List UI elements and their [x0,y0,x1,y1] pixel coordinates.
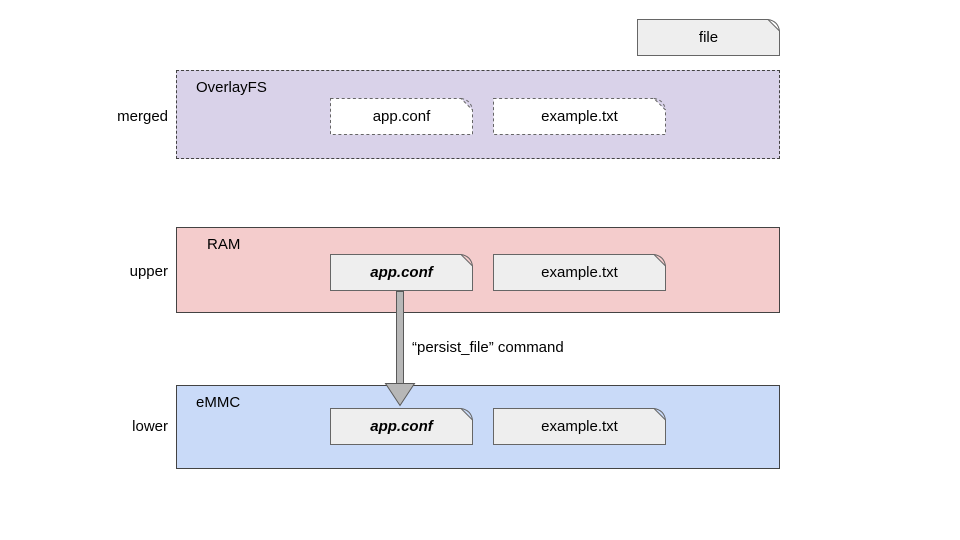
merged-file-app-conf-label: app.conf [372,108,431,125]
persist-command-label: “persist_file” command [412,339,564,356]
upper-file-example-txt: example.txt [493,254,666,291]
merged-file-app-conf: app.conf [330,98,473,135]
file-shape-outline [493,254,666,291]
upper-file-example-txt-label: example.txt [541,264,618,281]
merged-file-example-txt-label: example.txt [541,108,618,125]
upper-file-app-conf: app.conf [330,254,473,291]
lower-file-app-conf: app.conf [330,408,473,445]
layer-upper-ram: RAM app.conf example.txt [176,227,780,313]
lower-file-example-txt: example.txt [493,408,666,445]
layer-merged-overlayfs: OverlayFS app.conf example.txt [176,70,780,159]
layer-upper-title: RAM [207,236,241,253]
upper-file-app-conf-label: app.conf [370,264,433,281]
file-shape-outline [637,19,780,56]
file-shape-outline [330,98,473,135]
side-label-upper: upper [129,263,168,280]
file-shape-outline [493,408,666,445]
legend-file-label: file [698,29,719,46]
lower-file-example-txt-label: example.txt [541,418,618,435]
merged-file-example-txt: example.txt [493,98,666,135]
file-shape-outline [330,408,473,445]
persist-arrow [384,291,416,407]
file-shape-outline [330,254,473,291]
layer-lower-emmc: eMMC app.conf example.txt [176,385,780,469]
legend-file-shape: file [637,19,780,56]
layer-merged-title: OverlayFS [196,79,267,96]
lower-file-app-conf-label: app.conf [370,418,433,435]
side-label-lower: lower [132,418,168,435]
file-shape-outline [493,98,666,135]
layer-lower-title: eMMC [196,394,241,411]
side-label-merged: merged [117,108,168,125]
